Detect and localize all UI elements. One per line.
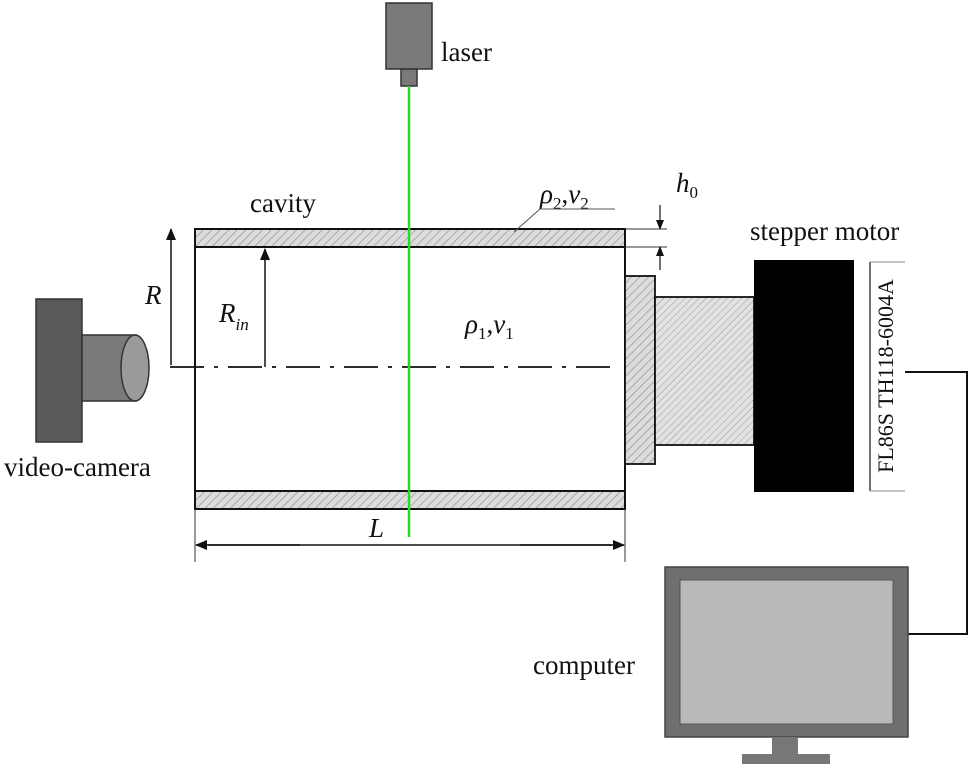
motor-shaft: [654, 296, 755, 446]
coupling: [624, 275, 755, 465]
end-flange: [624, 275, 656, 465]
laser-body: [385, 2, 433, 70]
motor-model-label: FL86S TH118-6004A: [873, 279, 898, 473]
cavity-label: cavity: [250, 188, 316, 218]
radius-arrows: R Rin: [144, 228, 270, 367]
laser: [385, 2, 433, 87]
h0-label: h0: [676, 168, 698, 202]
fluid-properties-label: ρ1,ν1: [464, 309, 514, 343]
laser-nozzle: [400, 68, 418, 87]
cavity: [170, 228, 626, 510]
video-camera: [35, 298, 150, 443]
camera-body: [35, 298, 83, 443]
computer: [664, 566, 909, 764]
monitor-screen: [679, 579, 894, 725]
computer-label: computer: [533, 650, 635, 680]
video-camera-label: video-camera: [4, 452, 151, 482]
cable: [905, 371, 968, 635]
monitor-base: [742, 754, 830, 764]
r-in-label: Rin: [218, 298, 249, 334]
svg-text:ρ2,ν2: ρ2,ν2: [539, 179, 589, 213]
camera-lens-front: [120, 334, 150, 402]
h0-dimension: h0: [625, 168, 698, 270]
l-label: L: [368, 513, 384, 543]
r-label: R: [144, 280, 162, 310]
stepper-motor-body: [754, 260, 854, 492]
laser-label: laser: [441, 37, 492, 67]
stepper-motor-label: stepper motor: [750, 216, 899, 246]
length-dimension: L: [194, 509, 626, 562]
monitor-stand: [772, 737, 798, 755]
wall-properties-label: ρ2,ν2: [513, 179, 615, 233]
